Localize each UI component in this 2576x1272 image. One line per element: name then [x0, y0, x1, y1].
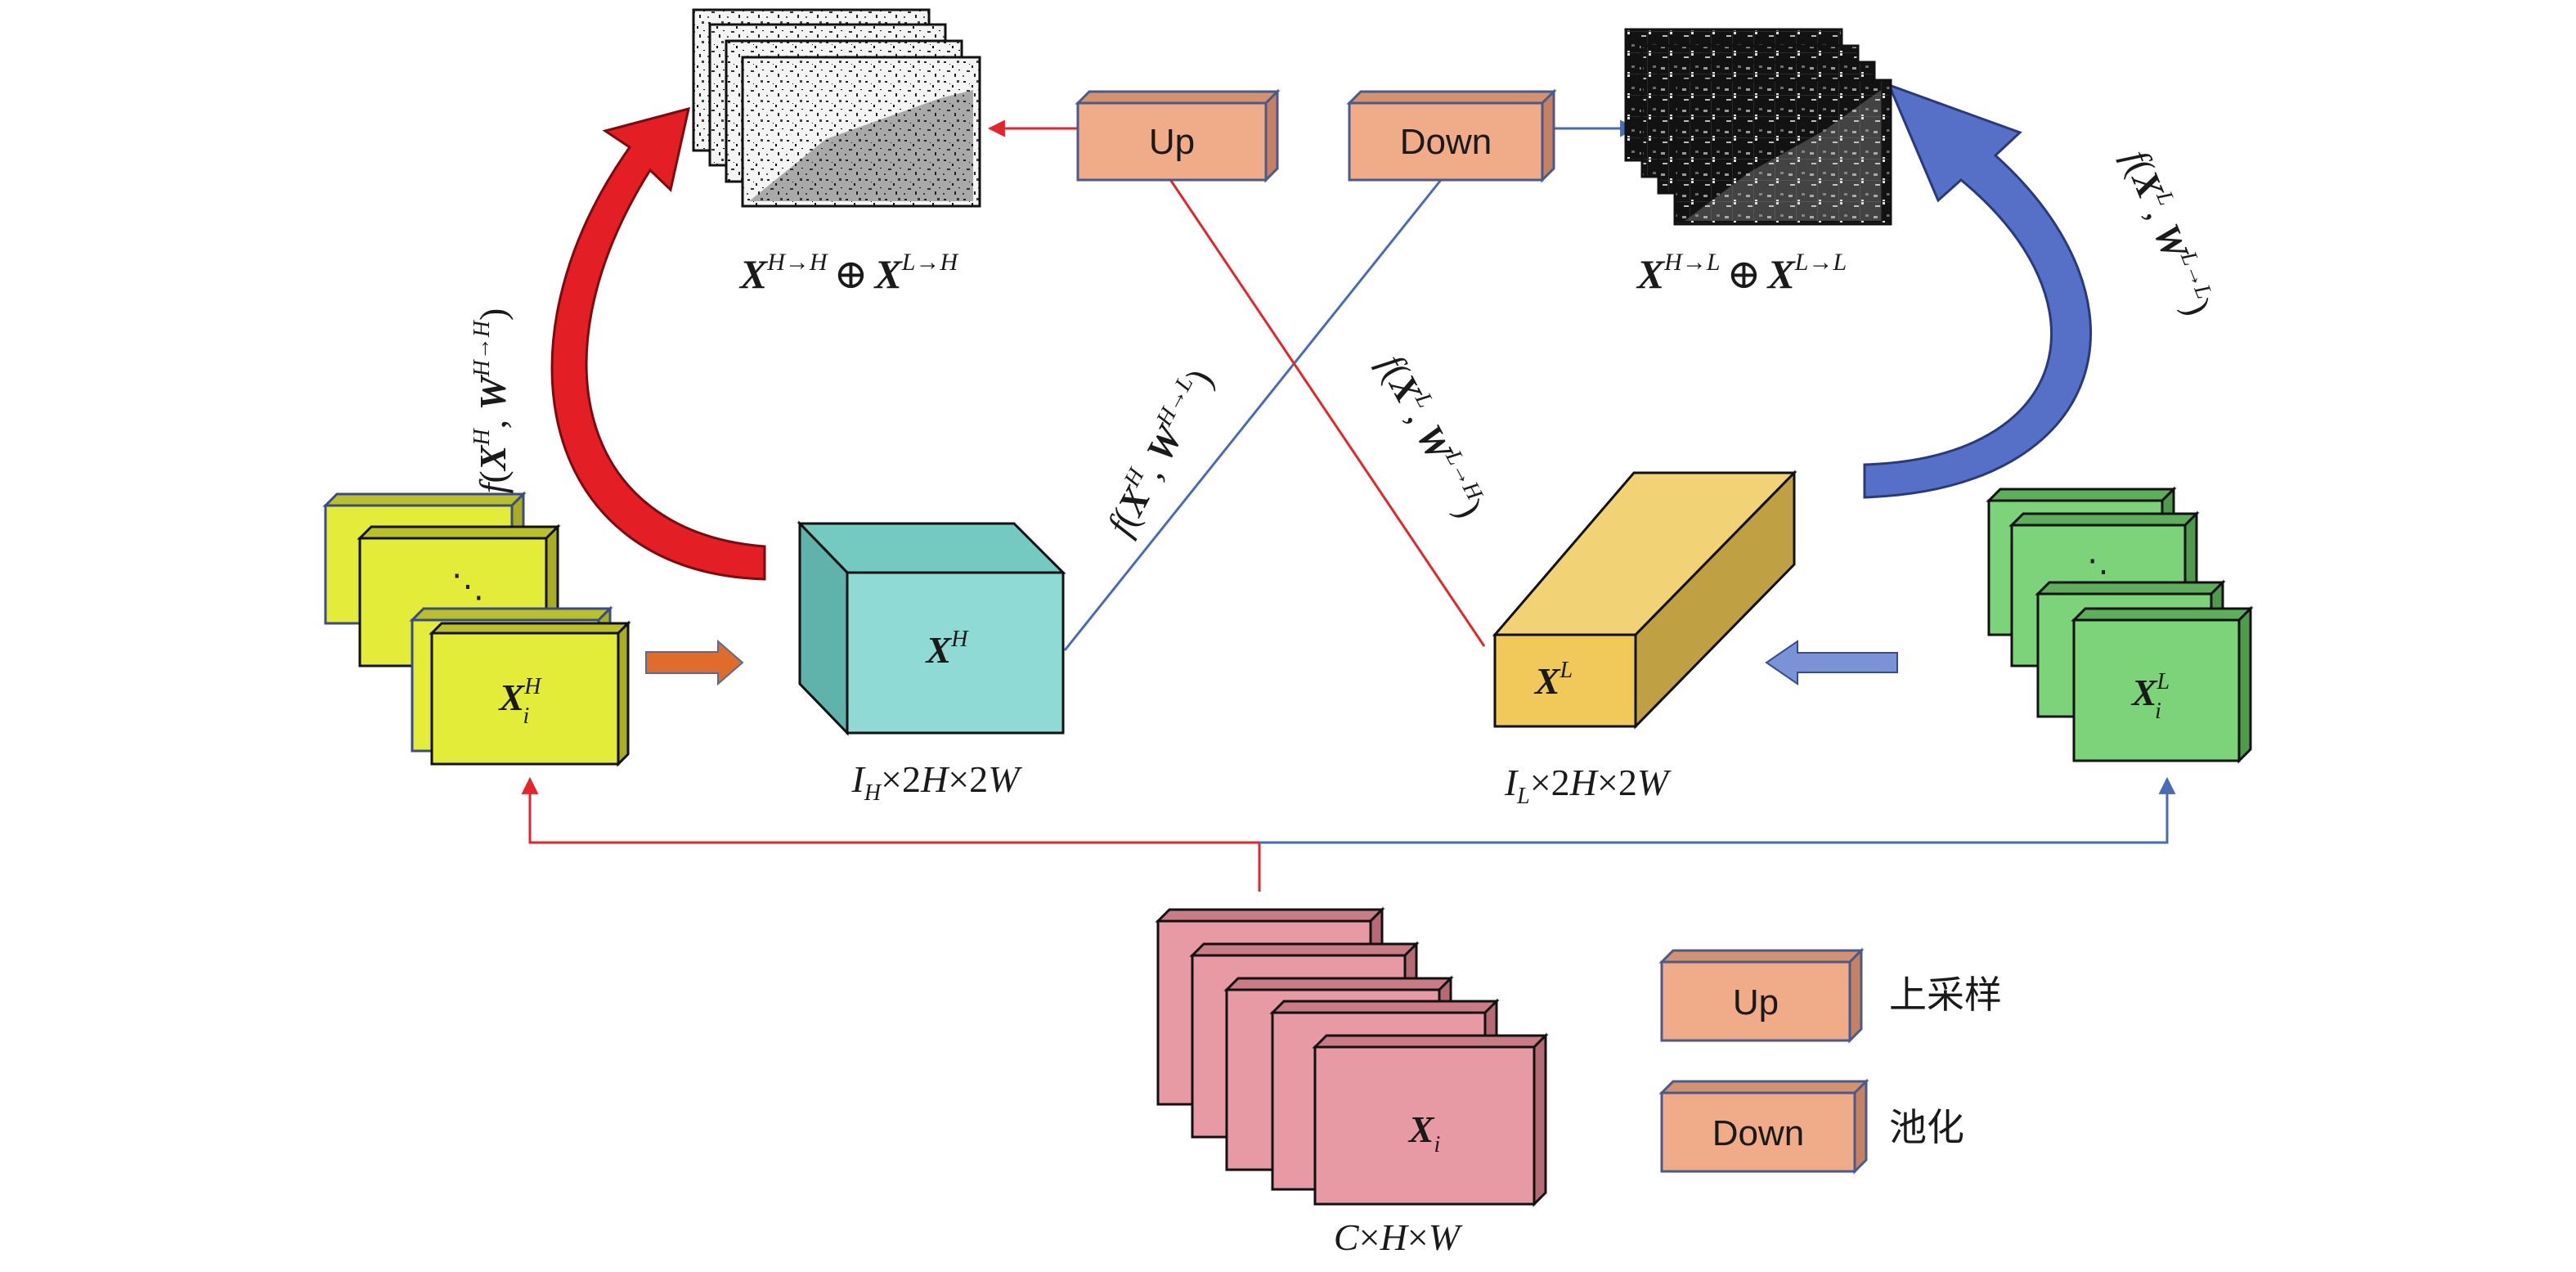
up-box-label: Up	[1149, 122, 1195, 162]
xh-label: XH	[925, 627, 970, 671]
input-dimension: C×H×W	[1334, 1216, 1463, 1258]
low-output-image-stack	[1624, 28, 1892, 226]
high-to-high-curved-arrow	[550, 106, 766, 581]
legend-up-box: Up	[1658, 947, 1865, 1044]
up-box	[1075, 88, 1281, 183]
low-maps-to-xl-arrow	[1765, 640, 1898, 685]
xl-bar	[1492, 470, 1797, 730]
down-box	[1346, 88, 1557, 183]
legend-up-meaning: 上采样	[1889, 973, 2002, 1017]
input-to-high-branch-line	[521, 776, 1261, 892]
xl-to-up-line	[1168, 178, 1486, 647]
legend-down-box: Down	[1658, 1078, 1869, 1175]
legend-up-label: Up	[1733, 982, 1779, 1023]
legend: Up 上采样 Down 池化	[1658, 947, 2002, 1175]
low-output-label: XH→L⊕XL→L	[1636, 249, 1847, 297]
function-h-to-l-label: f(XH, WH→L)	[1097, 361, 1221, 542]
low-to-low-curved-arrow	[1863, 83, 2092, 499]
input-feature-maps	[1155, 906, 1549, 1207]
function-h-to-h-label: f(XH, WH→H)	[469, 308, 514, 494]
low-frequency-feature-maps: ⋱	[1986, 486, 2254, 764]
high-output-image-stack	[692, 8, 981, 208]
low-dimension: IL×2H×2W	[1504, 762, 1672, 809]
high-output-label: XH→H⊕XL→H	[738, 249, 960, 297]
function-l-to-h-label: f(XL, WL→H)	[1371, 346, 1493, 524]
high-frequency-feature-maps: ⋱	[322, 491, 631, 767]
input-sub: i	[1434, 1132, 1440, 1157]
xh-cube	[797, 520, 1066, 736]
connectors	[521, 119, 2176, 892]
xl-label: XL	[1533, 658, 1573, 702]
function-l-to-l-label: f(XL, WL→L)	[2116, 143, 2222, 321]
input-to-low-branch-line	[1259, 776, 2176, 844]
input-label: Xi	[1407, 1108, 1440, 1157]
svg-text:⋱: ⋱	[451, 568, 484, 605]
high-maps-to-xh-arrow	[645, 639, 744, 686]
legend-down-label: Down	[1712, 1113, 1805, 1153]
xh-to-down-line	[1063, 179, 1443, 651]
down-box-label: Down	[1400, 122, 1492, 162]
high-dimension: IH×2H×2W	[850, 758, 1022, 806]
legend-down-meaning: 池化	[1889, 1105, 1964, 1149]
input-symbol: X	[1407, 1108, 1435, 1150]
